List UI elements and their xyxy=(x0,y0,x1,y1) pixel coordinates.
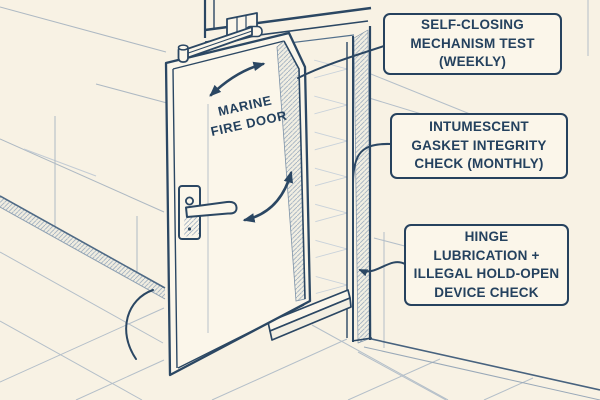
floor-grid xyxy=(0,251,534,400)
door-sill xyxy=(267,289,352,341)
callout-text: CHECK (MONTHLY) xyxy=(414,156,544,172)
callout-text: (WEEKLY) xyxy=(438,54,507,70)
left-wall xyxy=(0,6,168,272)
callout-text: ILLEGAL HOLD-OPEN xyxy=(413,266,560,281)
door-frame xyxy=(203,0,373,344)
frame-gasket-hatch xyxy=(353,29,372,344)
door-gap-lattice xyxy=(314,59,347,295)
callout-leaders xyxy=(297,45,406,277)
leader-self-closing xyxy=(297,45,385,79)
callout-text: LUBRICATION + xyxy=(433,247,540,263)
keyhole-icon xyxy=(187,227,192,231)
callout-text: SELF-CLOSING xyxy=(421,17,524,33)
swing-arrow-handle-icon xyxy=(242,170,294,223)
door-swing-arrows xyxy=(209,61,294,223)
callout-text: MECHANISM TEST xyxy=(410,35,535,51)
callout-text: HINGE xyxy=(464,229,509,244)
door-closer xyxy=(177,12,263,63)
door-handle xyxy=(178,185,238,240)
callout-hinge: HINGE LUBRICATION + ILLEGAL HOLD-OPEN DE… xyxy=(404,224,569,306)
baseboard-strip xyxy=(0,195,166,300)
leader-hinge xyxy=(358,261,406,277)
handle-spindle-icon xyxy=(184,196,194,206)
callout-text: INTUMESCENT xyxy=(429,119,529,135)
leader-gasket xyxy=(352,142,392,185)
callout-gasket: INTUMESCENT GASKET INTEGRITY CHECK (MONT… xyxy=(390,113,568,179)
lever-handle-icon xyxy=(185,200,238,218)
callout-text: DEVICE CHECK xyxy=(434,284,539,300)
floor-swing-arc xyxy=(125,289,154,360)
callout-text: GASKET INTEGRITY xyxy=(411,137,547,153)
callout-self-closing: SELF-CLOSING MECHANISM TEST (WEEKLY) xyxy=(383,13,562,75)
swing-arrow-top-icon xyxy=(209,61,266,97)
